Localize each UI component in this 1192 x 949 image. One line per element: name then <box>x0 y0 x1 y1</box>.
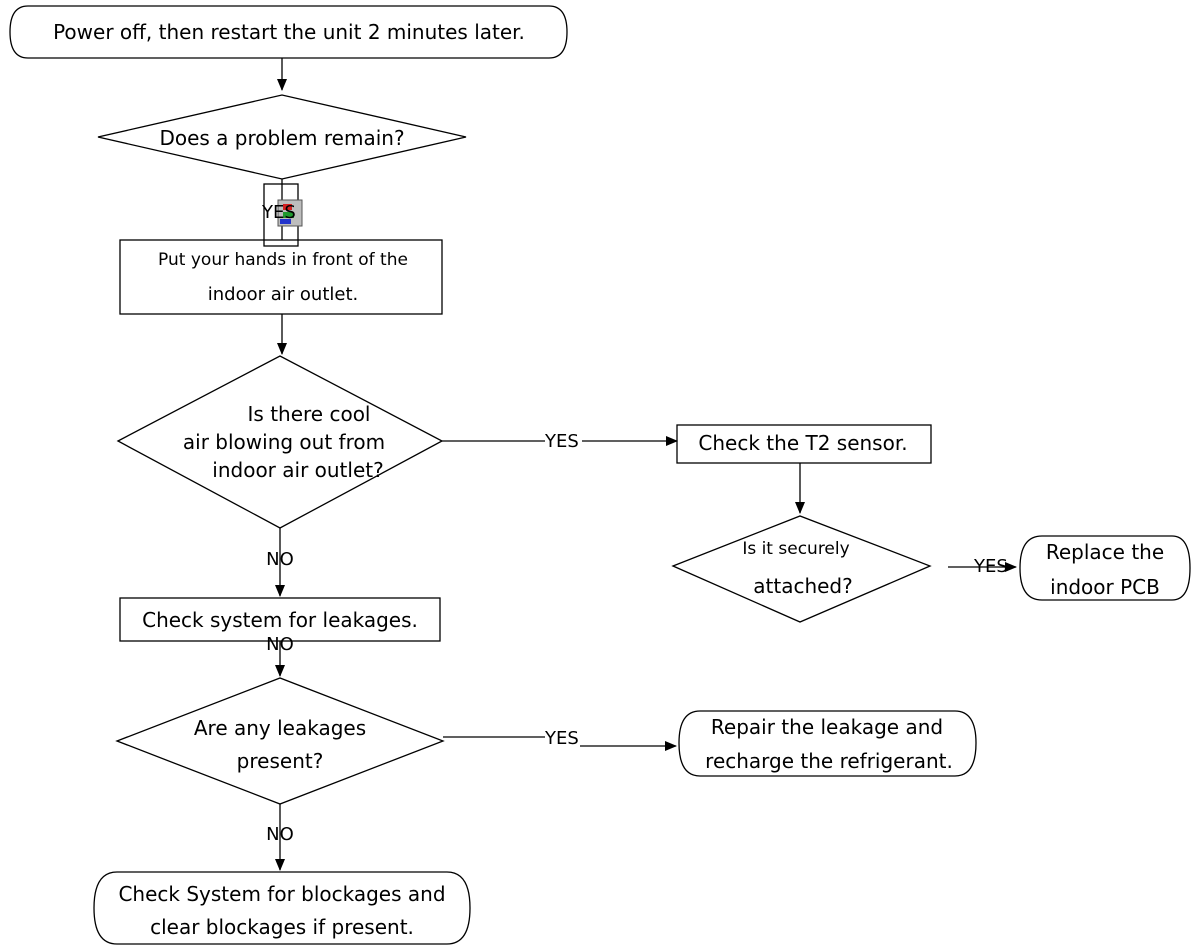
terminator-blockage <box>93 871 471 945</box>
start-terminator <box>9 5 568 59</box>
replace-line-2: indoor PCB <box>1050 575 1160 599</box>
problem-question-text: Does a problem remain? <box>159 126 405 150</box>
yes-label-leaks: YES <box>545 728 579 749</box>
blockage-line-1: Check System for blockages and <box>118 882 446 906</box>
embedded-object-icon <box>277 199 303 227</box>
leak-check-text: Check system for leakages. <box>142 608 418 632</box>
no-label-cool: NO <box>266 549 294 570</box>
no-label-leakcheck: NO <box>266 634 294 655</box>
yes-label-cool: YES <box>545 431 579 452</box>
attached-question-line-2: attached? <box>753 574 853 598</box>
yes-label-problem: YES <box>262 202 296 223</box>
process-check-t2 <box>676 424 932 464</box>
replace-line-1: Replace the <box>1045 540 1165 564</box>
decision-problem-remain <box>97 94 467 180</box>
yes-label-attached: YES <box>974 556 1008 577</box>
cool-question-line-2: air blowing out from <box>182 430 386 454</box>
leaks-question-line-2: present? <box>236 749 324 773</box>
check-t2-text: Check the T2 sensor. <box>698 431 908 455</box>
cool-question-line-3: indoor air outlet? <box>212 458 384 482</box>
terminator-replace-pcb <box>1019 535 1191 601</box>
repair-line-2: recharge the refrigerant. <box>705 749 953 773</box>
attached-question-line-1: Is it securely <box>742 539 850 559</box>
decision-attached <box>671 515 932 623</box>
blockage-line-2: clear blockages if present. <box>150 915 414 939</box>
process-hands <box>119 239 443 315</box>
cool-question-line-1: Is there cool <box>247 402 371 426</box>
hands-line-1: Put your hands in front of the <box>158 250 408 270</box>
terminator-repair <box>678 710 977 777</box>
decision-leaks-present <box>115 677 445 805</box>
repair-line-1: Repair the leakage and <box>710 715 944 739</box>
start-text: Power off, then restart the unit 2 minut… <box>53 20 525 44</box>
hands-line-2: indoor air outlet. <box>207 284 359 305</box>
leaks-question-line-1: Are any leakages <box>193 716 367 740</box>
no-label-leaks: NO <box>266 824 294 845</box>
